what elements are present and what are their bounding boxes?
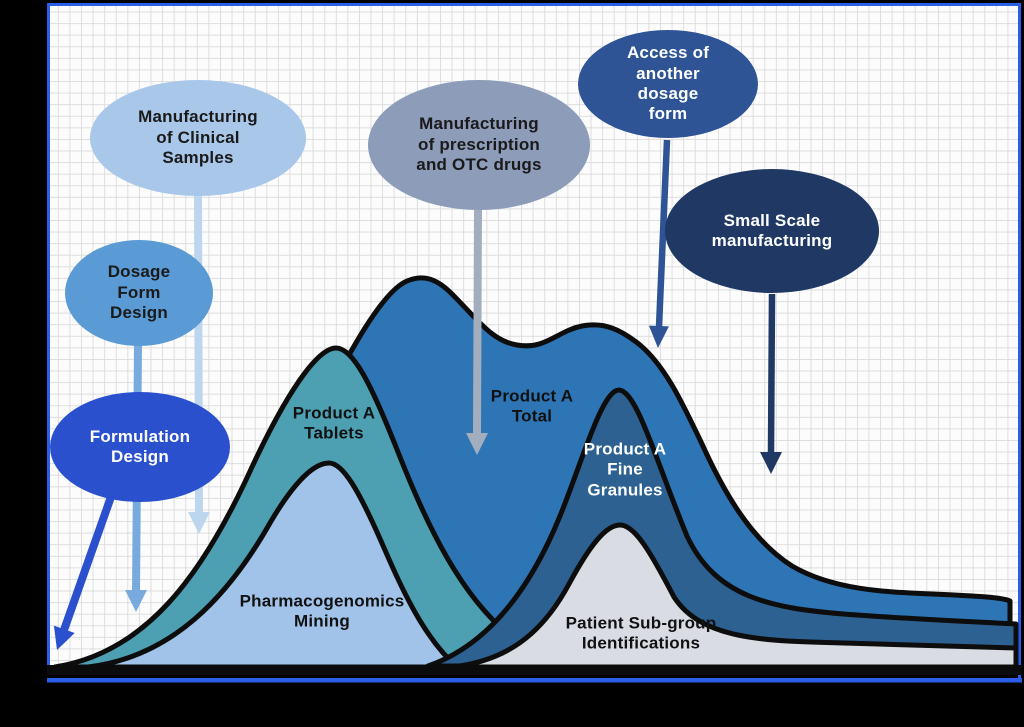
ellipse-smallscale-label: Small Scale manufacturing — [711, 210, 833, 250]
ellipse-formulation-label: Formulation Design — [89, 426, 191, 466]
ellipse-prescription-label: Manufacturing of prescription and OTC dr… — [416, 114, 542, 175]
ellipse-small-scale-manufacturing: Small Scale manufacturing — [665, 169, 879, 293]
curve-group — [52, 275, 1019, 670]
baseline-axis — [47, 665, 1022, 675]
arrow-formulation-line — [60, 492, 116, 632]
baseline-underline — [47, 678, 1022, 683]
label-product-a-fine-granules: Product A Fine Granules — [583, 439, 667, 500]
label-patient-subgroup-identifications: Patient Sub-group Identifications — [565, 613, 717, 653]
ellipse-manufacturing-clinical-samples: Manufacturing of Clinical Samples — [90, 80, 306, 196]
ellipse-dosage-form-design: Dosage Form Design — [65, 240, 213, 346]
arrow-smallscale-head — [760, 452, 782, 474]
curve-patient-subgroup — [449, 522, 1019, 670]
arrow-smallscale-line — [767, 293, 776, 453]
arrow-dosage-head — [125, 590, 147, 612]
label-product-a-total: Product A Total — [490, 386, 574, 426]
arrow-clinical-head — [188, 512, 210, 534]
arrow-prescription-head — [466, 433, 488, 455]
ellipse-dosage-label: Dosage Form Design — [107, 262, 171, 323]
panel-border — [47, 3, 1021, 680]
label-pharmacogenomics-mining: Pharmacogenomics Mining — [239, 591, 405, 631]
arrow-formulation-head — [53, 625, 75, 650]
curve-pharmacogenomics-mining — [85, 460, 460, 670]
ellipse-formulation-design: Formulation Design — [50, 392, 230, 502]
ellipse-clinical-label: Manufacturing of Clinical Samples — [138, 107, 258, 168]
ellipse-access-label: Access of another dosage form — [626, 43, 710, 124]
arrow-access-head — [648, 325, 669, 348]
ellipse-manufacturing-prescription-otc: Manufacturing of prescription and OTC dr… — [368, 80, 590, 210]
arrow-access-line — [655, 139, 671, 328]
ellipse-access-another-dosage-form: Access of another dosage form — [578, 30, 758, 138]
arrow-prescription-line — [473, 209, 482, 434]
label-product-a-tablets: Product A Tablets — [292, 403, 376, 443]
